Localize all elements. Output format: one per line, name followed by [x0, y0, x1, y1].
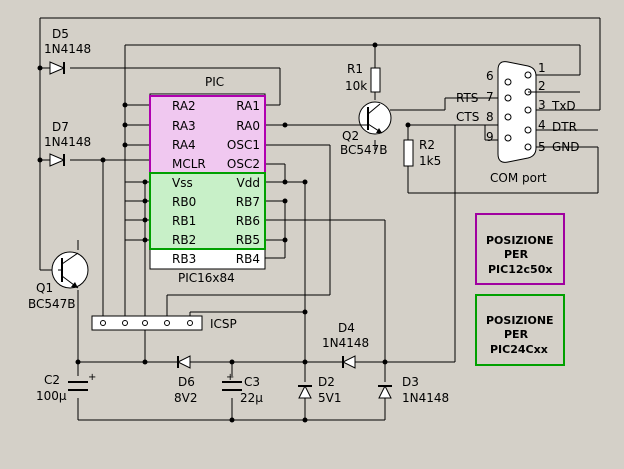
zener-d6: D6 8V2	[174, 355, 197, 405]
com-port-connector: 1 2 3 4 5 6 7 8 9 RTS CTS TxD DTR GND CO…	[456, 61, 580, 185]
svg-text:+: +	[226, 372, 234, 383]
pin-ra0: RA0	[236, 119, 260, 133]
pin-ra3: RA3	[172, 119, 196, 133]
svg-text:D2: D2	[318, 375, 335, 389]
pin-ra2: RA2	[172, 99, 196, 113]
svg-text:2: 2	[538, 79, 546, 93]
capacitor-c3: + C3 22µ	[222, 372, 263, 405]
svg-text:8V2: 8V2	[174, 391, 197, 405]
svg-text:Q2: Q2	[342, 129, 359, 143]
pin-vss: Vss	[172, 176, 193, 190]
pin-osc1: OSC1	[227, 138, 260, 152]
com-port-label: COM port	[490, 171, 547, 185]
svg-text:D6: D6	[178, 375, 195, 389]
svg-text:POSIZIONE: POSIZIONE	[486, 234, 554, 247]
svg-text:100µ: 100µ	[36, 389, 67, 403]
signal-cts: CTS	[456, 110, 479, 124]
icsp-header: ICSP	[91, 315, 237, 331]
svg-text:PER: PER	[504, 328, 529, 341]
svg-text:+: +	[88, 372, 96, 383]
svg-text:D4: D4	[338, 321, 355, 335]
svg-text:5V1: 5V1	[318, 391, 341, 405]
svg-text:6: 6	[486, 69, 494, 83]
svg-text:1: 1	[538, 61, 546, 75]
svg-text:1N4148: 1N4148	[322, 336, 369, 350]
junction-dots	[37, 42, 411, 423]
ic-title: PIC	[205, 75, 224, 89]
svg-text:D5: D5	[52, 27, 69, 41]
svg-text:7: 7	[486, 90, 494, 104]
pin-osc2: OSC2	[227, 157, 260, 171]
pin-rb7: RB7	[236, 195, 260, 209]
svg-text:D7: D7	[52, 120, 69, 134]
svg-text:R1: R1	[347, 62, 363, 76]
diode-d4: D4 1N4148	[322, 321, 369, 369]
pic12-region	[149, 95, 266, 174]
svg-text:Q1: Q1	[36, 281, 53, 295]
pin-rb0: RB0	[172, 195, 196, 209]
pin-mclr: MCLR	[172, 157, 206, 171]
ic-part: PIC16x84	[178, 271, 235, 285]
svg-text:C3: C3	[244, 375, 260, 389]
svg-text:ICSP: ICSP	[210, 317, 237, 331]
pin-ra1: RA1	[236, 99, 260, 113]
svg-text:4: 4	[538, 118, 546, 132]
diode-d5: D5 1N4148	[44, 27, 91, 75]
pin-rb2: RB2	[172, 233, 196, 247]
resistor-r2: R2 1k5	[403, 138, 441, 168]
svg-text:1N4148: 1N4148	[44, 135, 91, 149]
zener-d2: D2 5V1	[298, 375, 341, 405]
signal-txd: TxD	[551, 99, 576, 113]
pic-chip: PIC PIC16x84 RA2 RA3 RA4 MCLR Vss RB0 RB…	[149, 75, 266, 285]
svg-text:BC547B: BC547B	[340, 143, 388, 157]
pin-vdd: Vdd	[237, 176, 260, 190]
svg-text:1N4148: 1N4148	[44, 42, 91, 56]
signal-rts: RTS	[456, 91, 478, 105]
pic24-region	[149, 172, 266, 250]
svg-text:10k: 10k	[345, 79, 367, 93]
pin-rb1: RB1	[172, 214, 196, 228]
capacitor-c2: + C2 100µ	[36, 372, 96, 403]
svg-text:5: 5	[538, 140, 546, 154]
pin-rb6: RB6	[236, 214, 260, 228]
pin-rb4: RB4	[236, 252, 260, 266]
svg-text:8: 8	[486, 110, 494, 124]
resistor-r1: R1 10k	[345, 62, 381, 93]
svg-text:22µ: 22µ	[240, 391, 263, 405]
svg-text:PIC12c50x: PIC12c50x	[488, 263, 552, 276]
svg-text:R2: R2	[419, 138, 435, 152]
svg-text:PER: PER	[504, 248, 529, 261]
signal-dtr: DTR	[552, 120, 577, 134]
svg-text:POSIZIONE: POSIZIONE	[486, 314, 554, 327]
diode-d7: D7 1N4148	[44, 120, 91, 167]
transistor-q1: Q1 BC547B	[28, 251, 89, 311]
pin-rb3: RB3	[172, 252, 196, 266]
signal-gnd: GND	[552, 140, 580, 154]
pin-ra4: RA4	[172, 138, 196, 152]
svg-text:C2: C2	[44, 373, 60, 387]
svg-text:D3: D3	[402, 375, 419, 389]
transistor-q2: Q2 BC547B	[340, 101, 392, 157]
svg-text:PIC24Cxx: PIC24Cxx	[490, 343, 548, 356]
svg-text:3: 3	[538, 98, 546, 112]
diode-d3: D3 1N4148	[378, 375, 449, 405]
pin-rb5: RB5	[236, 233, 260, 247]
svg-text:9: 9	[486, 130, 494, 144]
svg-text:1k5: 1k5	[419, 154, 441, 168]
svg-text:1N4148: 1N4148	[402, 391, 449, 405]
legend-pic24: POSIZIONE PER PIC24Cxx	[475, 294, 565, 366]
legend-pic12: POSIZIONE PER PIC12c50x	[475, 213, 565, 285]
svg-text:BC547B: BC547B	[28, 297, 76, 311]
